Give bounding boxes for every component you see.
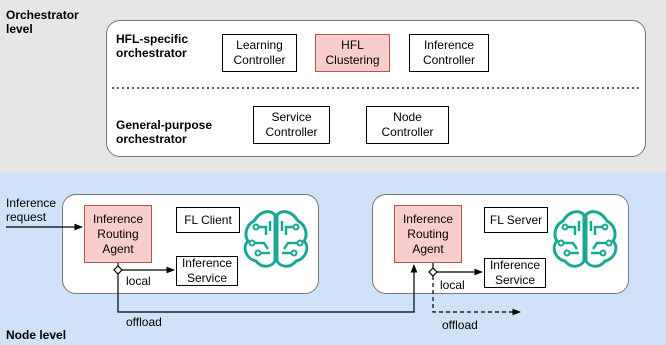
service-controller-box: Service Controller bbox=[253, 106, 330, 144]
hfl-clustering-box: HFL Clustering bbox=[315, 34, 390, 72]
left-decision-diamond bbox=[113, 265, 123, 275]
right-offload-label: offload bbox=[442, 318, 478, 332]
left-inference-service-box: Inference Service bbox=[176, 256, 238, 286]
general-orchestrator-label: General-purpose orchestrator bbox=[116, 118, 213, 146]
left-routing-agent-box: Inference Routing Agent bbox=[84, 205, 152, 263]
inference-controller-box: Inference Controller bbox=[409, 34, 489, 72]
right-decision-diamond bbox=[428, 267, 438, 277]
left-local-label: local bbox=[126, 274, 151, 288]
left-fl-client-box: FL Client bbox=[176, 207, 240, 233]
hfl-orchestrator-label: HFL-specific orchestrator bbox=[116, 32, 189, 60]
right-fl-server-box: FL Server bbox=[484, 207, 548, 233]
left-offload-label: offload bbox=[126, 315, 162, 329]
right-routing-agent-box: Inference Routing Agent bbox=[394, 205, 462, 263]
orchestrator-level-label: Orchestrator level bbox=[6, 8, 79, 36]
learning-controller-box: Learning Controller bbox=[222, 34, 297, 72]
right-brain-circuit-icon bbox=[552, 210, 618, 268]
node-level-label: Node level bbox=[6, 328, 67, 342]
right-local-label: local bbox=[440, 278, 465, 292]
left-offload-arrow bbox=[117, 264, 418, 313]
right-inference-service-box: Inference Service bbox=[484, 258, 546, 288]
node-controller-box: Node Controller bbox=[366, 106, 449, 144]
inference-request-label: Inference request bbox=[6, 196, 57, 224]
left-brain-circuit-icon bbox=[243, 210, 309, 268]
right-offload-arrow bbox=[432, 276, 521, 316]
